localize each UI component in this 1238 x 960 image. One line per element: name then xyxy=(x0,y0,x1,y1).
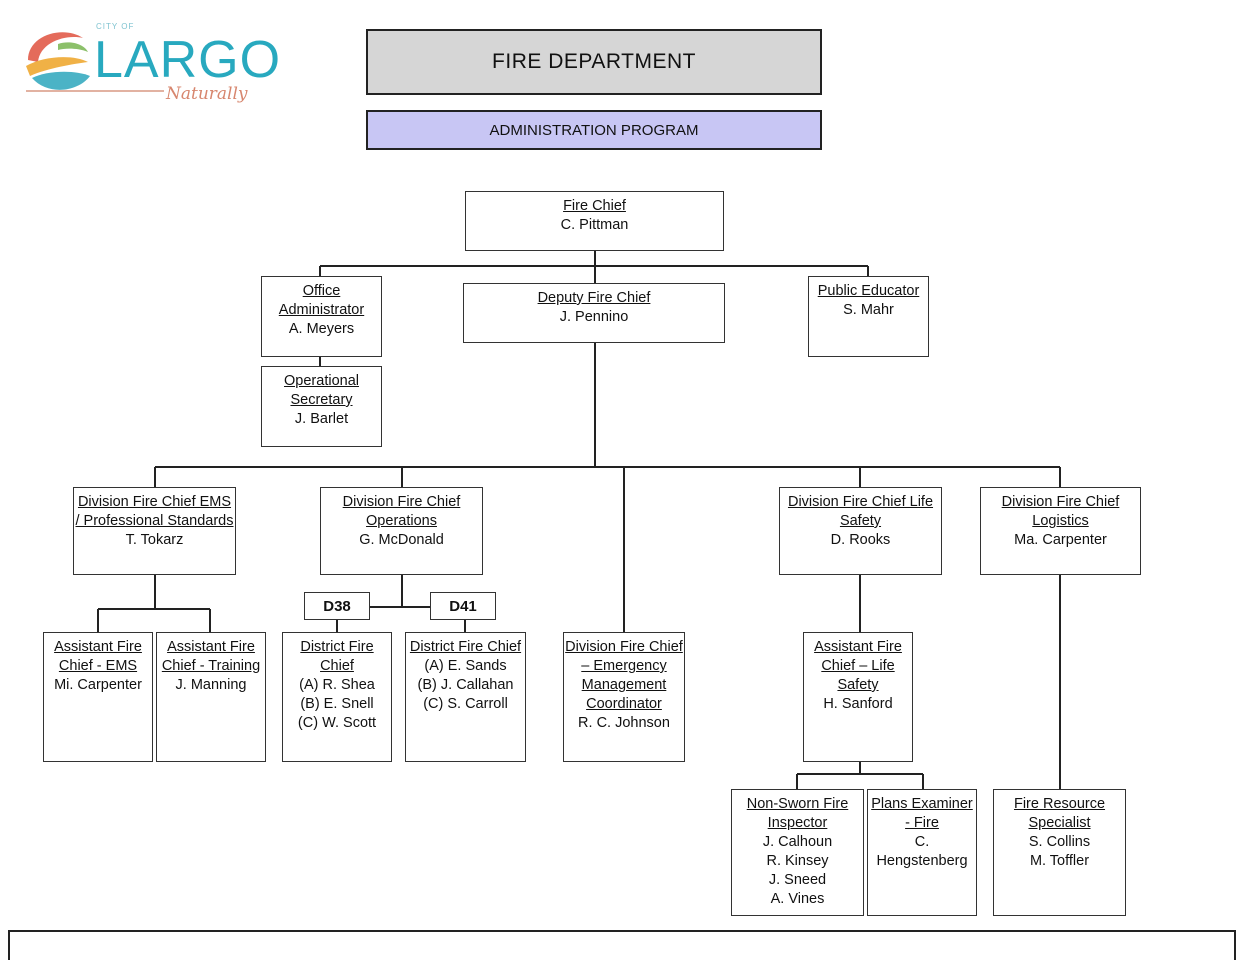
node-title: Assistant Fire Chief – Life Safety xyxy=(814,639,902,693)
node-public-educator: Public Educator S. Mahr xyxy=(808,276,929,357)
node-person-name: (C) S. Carroll xyxy=(423,696,508,712)
footer-frame xyxy=(8,930,1236,960)
node-title: Division Fire Chief EMS / Professional S… xyxy=(75,494,234,529)
node-title: District Fire Chief xyxy=(409,639,522,655)
node-division-emergency-management: Division Fire Chief – Emergency Manageme… xyxy=(563,632,685,762)
city-logo: CITY OF LARGO Naturally xyxy=(18,18,280,108)
node-fire-resource-specialist: Fire Resource Specialist S. Collins M. Tof… xyxy=(993,789,1126,916)
district-tag-d38: D38 xyxy=(304,592,370,620)
logo-rule xyxy=(26,90,164,92)
logo-name: LARGO xyxy=(94,31,282,89)
node-title: Division Fire Chief – Emergency Manageme… xyxy=(565,639,683,712)
node-person-name: G. McDonald xyxy=(359,532,444,548)
node-person-name: A. Meyers xyxy=(288,321,355,337)
node-person-name: C. Hengstenberg xyxy=(876,834,968,869)
node-district-chief-d41: District Fire Chief (A) E. Sands (B) J. Ca… xyxy=(405,632,526,762)
node-person-name: A. Vines xyxy=(770,891,825,907)
node-person-name: J. Sneed xyxy=(768,872,827,888)
program-banner: ADMINISTRATION PROGRAM xyxy=(366,110,822,150)
node-person-name: (A) E. Sands xyxy=(424,658,507,674)
node-deputy-fire-chief: Deputy Fire Chief J. Pennino xyxy=(463,283,725,343)
node-person-name: M. Toffler xyxy=(1029,853,1090,869)
node-title: Fire Chief xyxy=(563,198,626,214)
node-division-life-safety: Division Fire Chief Life Safety D. Rooks xyxy=(779,487,942,575)
node-title: Assistant Fire Chief - EMS xyxy=(54,639,142,674)
logo-city-prefix: CITY OF xyxy=(96,22,135,31)
node-person-name: (A) R. Shea xyxy=(299,677,375,693)
node-person-name: R. Kinsey xyxy=(766,853,829,869)
node-person-name: (B) E. Snell xyxy=(300,696,374,712)
node-title: Assistant Fire Chief - Training xyxy=(161,639,261,674)
node-person-name: J. Calhoun xyxy=(762,834,833,850)
node-assistant-chief-ems: Assistant Fire Chief - EMS Mi. Carpenter xyxy=(43,632,153,762)
node-person-name: R. C. Johnson xyxy=(578,715,670,731)
district-tag-d41: D41 xyxy=(430,592,496,620)
node-title: Division Fire Chief Logistics xyxy=(1001,494,1120,529)
node-division-ems: Division Fire Chief EMS / Professional S… xyxy=(73,487,236,575)
node-operational-secretary: Operational Secretary J. Barlet xyxy=(261,366,382,447)
node-person-name: H. Sanford xyxy=(823,696,893,712)
node-person-name: J. Manning xyxy=(175,677,247,693)
node-office-administrator: Office Administrator A. Meyers xyxy=(261,276,382,357)
logo-tagline: Naturally xyxy=(166,84,248,104)
node-person-name: (C) W. Scott xyxy=(297,715,377,731)
node-assistant-chief-training: Assistant Fire Chief - Training J. Mannin… xyxy=(156,632,266,762)
node-title: Public Educator xyxy=(817,283,920,299)
node-title: Office Administrator xyxy=(278,283,365,318)
node-title: Operational Secretary xyxy=(284,373,359,408)
node-person-name: S. Collins xyxy=(1028,834,1091,850)
node-title: Division Fire Chief Operations xyxy=(342,494,461,529)
node-person-name: C. Pittman xyxy=(560,217,629,233)
node-person-name: Mi. Carpenter xyxy=(54,677,142,693)
department-title: FIRE DEPARTMENT xyxy=(492,50,696,73)
node-title: Division Fire Chief Life Safety xyxy=(787,494,934,529)
node-person-name: (B) J. Callahan xyxy=(417,677,514,693)
node-division-operations: Division Fire Chief Operations G. McDonal… xyxy=(320,487,483,575)
node-district-chief-d38: District Fire Chief (A) R. Shea (B) E. Sne… xyxy=(282,632,392,762)
node-title: Plans Examiner - Fire xyxy=(871,796,973,831)
logo-swirl-icon xyxy=(26,32,90,90)
node-person-name: T. Tokarz xyxy=(125,532,184,548)
node-person-name: Ma. Carpenter xyxy=(1014,532,1107,548)
node-person-name: D. Rooks xyxy=(830,532,891,548)
node-title: Deputy Fire Chief xyxy=(537,290,651,306)
node-non-sworn-inspector: Non-Sworn Fire Inspector J. Calhoun R. Kin… xyxy=(731,789,864,916)
node-title: Fire Resource Specialist xyxy=(1013,796,1106,831)
node-title: District Fire Chief xyxy=(300,639,374,674)
node-fire-chief: Fire Chief C. Pittman xyxy=(465,191,724,251)
node-person-name: J. Barlet xyxy=(294,411,349,427)
node-person-name: S. Mahr xyxy=(843,302,894,318)
department-banner: FIRE DEPARTMENT xyxy=(366,29,822,95)
node-assistant-chief-life-safety: Assistant Fire Chief – Life Safety H. San… xyxy=(803,632,913,762)
node-title: Non-Sworn Fire Inspector xyxy=(746,796,849,831)
program-title: ADMINISTRATION PROGRAM xyxy=(489,121,699,139)
node-person-name: J. Pennino xyxy=(559,309,629,325)
